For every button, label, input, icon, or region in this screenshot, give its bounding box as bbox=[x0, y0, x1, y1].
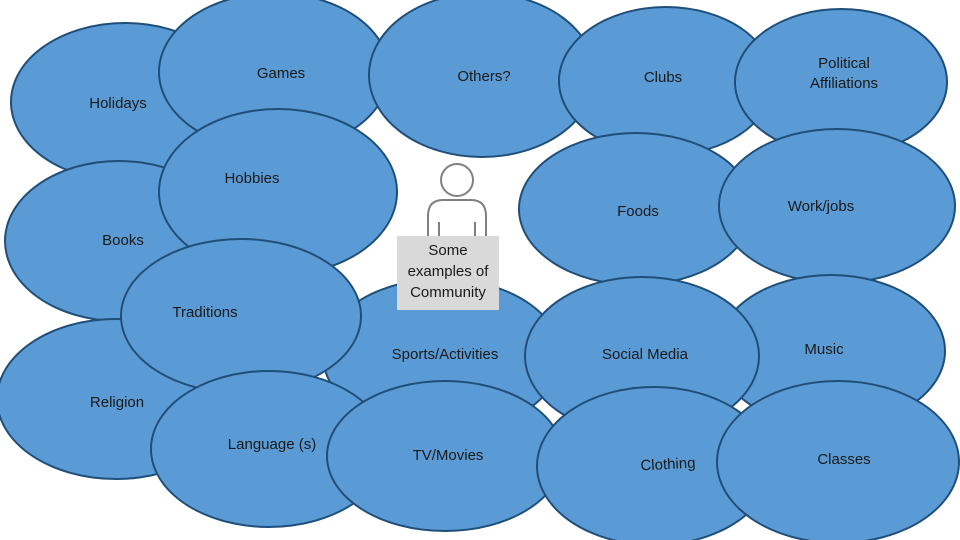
label-music: Music bbox=[804, 341, 844, 358]
label-books: Books bbox=[102, 232, 144, 249]
bubble-work bbox=[718, 128, 956, 284]
label-work: Work/jobs bbox=[787, 198, 855, 215]
bubble-foods bbox=[518, 132, 754, 286]
label-foods: Foods bbox=[617, 203, 659, 220]
label-language: Language (s) bbox=[227, 436, 317, 453]
bubble-traditions bbox=[120, 238, 362, 394]
center-caption: Some examples of Community bbox=[397, 236, 499, 310]
label-social-media: Social Media bbox=[602, 346, 688, 363]
label-political: Political Affiliations bbox=[809, 55, 879, 92]
label-clubs: Clubs bbox=[643, 69, 683, 86]
bubble-tv-movies bbox=[326, 380, 564, 532]
label-tv-movies: TV/Movies bbox=[412, 447, 484, 464]
label-games: Games bbox=[256, 65, 306, 82]
label-sports: Sports/Activities bbox=[391, 346, 499, 363]
bubble-classes bbox=[716, 380, 960, 540]
person-icon bbox=[427, 163, 487, 239]
label-religion: Religion bbox=[89, 394, 145, 411]
label-holidays: Holidays bbox=[89, 95, 147, 112]
label-classes: Classes bbox=[817, 451, 871, 468]
label-traditions: Traditions bbox=[172, 304, 238, 321]
label-hobbies: Hobbies bbox=[224, 170, 280, 187]
label-others: Others? bbox=[457, 68, 511, 85]
